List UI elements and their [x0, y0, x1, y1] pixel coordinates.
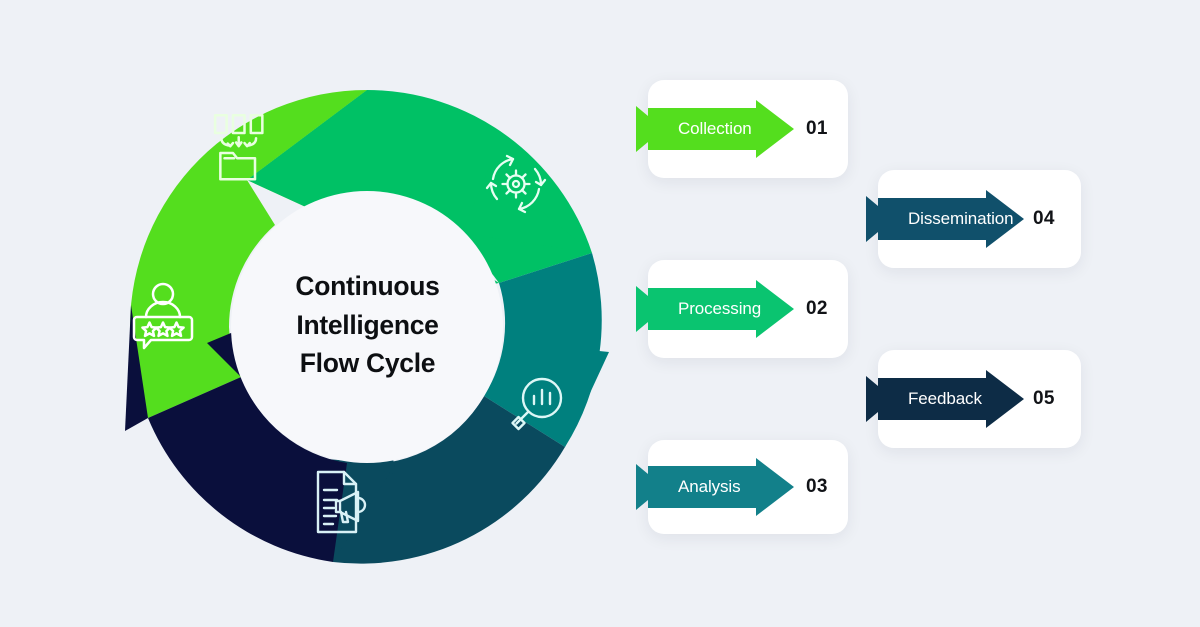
arrow-path — [636, 458, 794, 516]
arrow-shape-analysis — [636, 456, 796, 518]
arrow-path — [636, 100, 794, 158]
step-label-collection: Collection — [678, 119, 752, 138]
step-label-dissemination: Dissemination — [908, 209, 1014, 228]
step-number-feedback: 05 — [1033, 388, 1055, 409]
arrow-shape-feedback — [866, 368, 1026, 430]
cycle-center-disc — [231, 191, 503, 463]
step-label-feedback: Feedback — [908, 389, 982, 408]
step-card-dissemination[interactable]: Dissemination 04 — [866, 170, 1081, 268]
step-card-collection[interactable]: Collection 01 — [636, 80, 848, 178]
step-number-dissemination: 04 — [1033, 208, 1055, 229]
gear-refresh-icon — [485, 154, 547, 214]
step-card-analysis[interactable]: Analysis 03 — [636, 440, 848, 534]
arrow-shape-processing — [636, 278, 796, 340]
cycle-segment-analysis — [484, 253, 609, 447]
step-card-processing[interactable]: Processing 02 — [636, 260, 848, 358]
continuous-intelligence-flow-cycle-diagram: Continuous Intelligence Flow Cycle — [95, 55, 640, 595]
arrow-shape-collection — [636, 98, 796, 160]
person-star-rating-icon — [132, 282, 194, 350]
step-number-collection: 01 — [806, 118, 828, 139]
step-number-processing: 02 — [806, 298, 828, 319]
step-card-feedback[interactable]: Feedback 05 — [866, 350, 1081, 448]
arrow-path — [866, 370, 1024, 428]
arrow-shape-dissemination — [866, 188, 1026, 250]
arrow-path — [636, 280, 794, 338]
arrow-path — [866, 190, 1024, 248]
step-number-analysis: 03 — [806, 476, 828, 497]
step-label-processing: Processing — [678, 299, 762, 318]
document-megaphone-icon — [316, 470, 367, 534]
documents-to-folder-icon — [213, 113, 264, 181]
magnifier-bar-chart-icon — [511, 377, 563, 431]
step-label-analysis: Analysis — [678, 477, 741, 496]
